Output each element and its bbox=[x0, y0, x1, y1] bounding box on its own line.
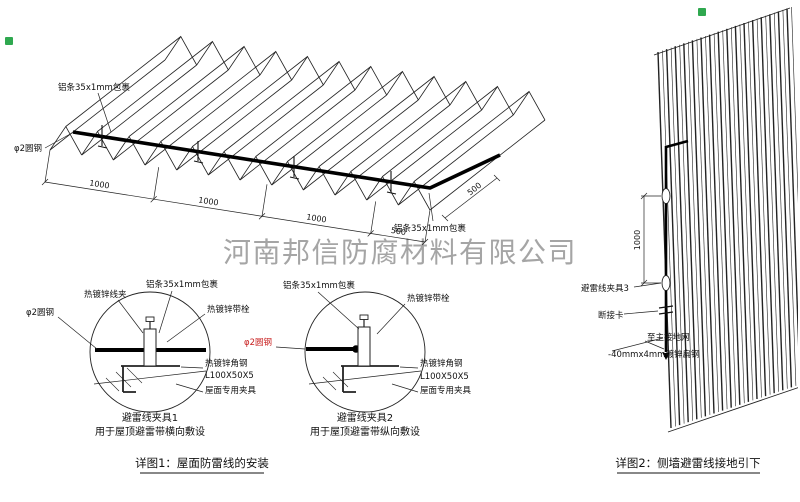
dim-1000-1: 1000 bbox=[89, 178, 111, 190]
clamp2-section-drawing bbox=[306, 314, 422, 393]
wall-dimension bbox=[640, 192, 661, 287]
label-roof-clamp-c2: 屋面专用夹具 bbox=[420, 385, 472, 396]
roof-isometric-drawing: 1000 1000 1000 500 500 铝条35x1mm包裹 φ2圆钢 铝… bbox=[14, 36, 546, 246]
clamp2-detail-circle: 铝条35x1mm包裹 热镀锌带栓 φ2圆钢 热镀锌角钢 L100X50X5 屋面… bbox=[244, 280, 472, 438]
wall-clamp-lower bbox=[661, 275, 671, 291]
detail-circle-1 bbox=[89, 291, 211, 413]
clamp2-subtitle: 用于屋顶避雷带纵向敷设 bbox=[310, 425, 420, 438]
label-round-steel-c1: φ2圆钢 bbox=[26, 307, 54, 318]
label-galvanized-clip: 热镀锌线夹 bbox=[84, 289, 127, 300]
dim-500-eave: 500 bbox=[390, 226, 407, 237]
clamp2-leader-lines bbox=[275, 291, 419, 393]
wire-clamp-marks bbox=[97, 125, 397, 195]
label-angle-steel-c2: 热镀锌角钢 bbox=[420, 358, 463, 369]
detail2-caption: 详图2：侧墙避雷线接地引下 bbox=[615, 456, 760, 470]
label-aluminum-strip-top: 铝条35x1mm包裹 bbox=[58, 82, 130, 93]
to-ground-arrow bbox=[662, 353, 670, 360]
label-aluminum-strip-c1: 铝条35x1mm包裹 bbox=[146, 279, 218, 290]
clamp1-section-drawing bbox=[93, 316, 207, 393]
clamp1-detail-circle: 热镀锌线夹 铝条35x1mm包裹 热镀锌带栓 φ2圆钢 热镀锌角钢 L100X5… bbox=[26, 279, 257, 438]
clamp1-title: 避雷线夹具1 bbox=[122, 411, 178, 424]
dim-1000-2: 1000 bbox=[198, 195, 220, 207]
label-roof-clamp-c1: 屋面专用夹具 bbox=[205, 385, 257, 396]
conductor-top-bend bbox=[665, 139, 689, 149]
corrugated-wall-sheet bbox=[653, 6, 798, 433]
label-to-main-ground-grid: 至主接地网 bbox=[647, 332, 690, 343]
label-aluminum-strip-c2: 铝条35x1mm包裹 bbox=[283, 280, 355, 291]
wall-leader-lines bbox=[611, 282, 665, 352]
label-aluminum-strip-right: 铝条35x1mm包裹 bbox=[394, 223, 466, 234]
label-galvanized-flat-steel: -40mmx4mm镀锌扁钢 bbox=[608, 349, 699, 360]
side-wall-drawing: 1000 避雷线夹具3 断接卡 至主接地网 -40mmx4mm镀锌扁钢 bbox=[581, 6, 798, 433]
dim-1000-wall: 1000 bbox=[633, 230, 642, 250]
roof-side-dimension bbox=[441, 174, 501, 222]
roof-dimension-chain bbox=[41, 149, 431, 246]
detail-circle-2 bbox=[304, 291, 426, 413]
label-angle-spec-c2: L100X50X5 bbox=[420, 372, 469, 382]
dim-500-side: 500 bbox=[466, 181, 484, 198]
label-disconnect-card: 断接卡 bbox=[598, 310, 624, 321]
company-watermark: 河南邦信防腐材料有限公司 bbox=[223, 237, 577, 269]
label-galvanized-bolt-c2: 热镀锌带栓 bbox=[407, 293, 450, 304]
detail1-caption: 详图1：屋面防雷线的安装 bbox=[135, 456, 269, 470]
leader-strip-right bbox=[428, 192, 434, 222]
lightning-wire bbox=[72, 130, 501, 190]
corrugated-roof-sheet bbox=[49, 36, 546, 211]
dim-1000-3: 1000 bbox=[306, 212, 328, 224]
label-angle-spec-c1: L100X50X5 bbox=[205, 371, 254, 381]
green-marker-icon bbox=[5, 37, 13, 45]
label-round-steel-c2: φ2圆钢 bbox=[244, 337, 272, 348]
clamp1-leader-lines bbox=[57, 290, 206, 393]
clamp2-title: 避雷线夹具2 bbox=[337, 411, 393, 424]
label-round-steel-roof: φ2圆钢 bbox=[14, 143, 42, 154]
green-marker-icon bbox=[698, 8, 706, 16]
disconnect-card-symbol bbox=[658, 305, 674, 315]
label-angle-steel-c1: 热镀锌角钢 bbox=[205, 358, 248, 369]
wall-clamp-upper bbox=[661, 188, 671, 204]
clamp1-subtitle: 用于屋顶避雷带横向敷设 bbox=[95, 425, 205, 438]
label-galvanized-bolt-c1: 热镀锌带栓 bbox=[207, 304, 250, 315]
label-clamp3: 避雷线夹具3 bbox=[581, 283, 629, 294]
leader-strip-top bbox=[97, 92, 112, 133]
leader-rod bbox=[44, 132, 73, 149]
